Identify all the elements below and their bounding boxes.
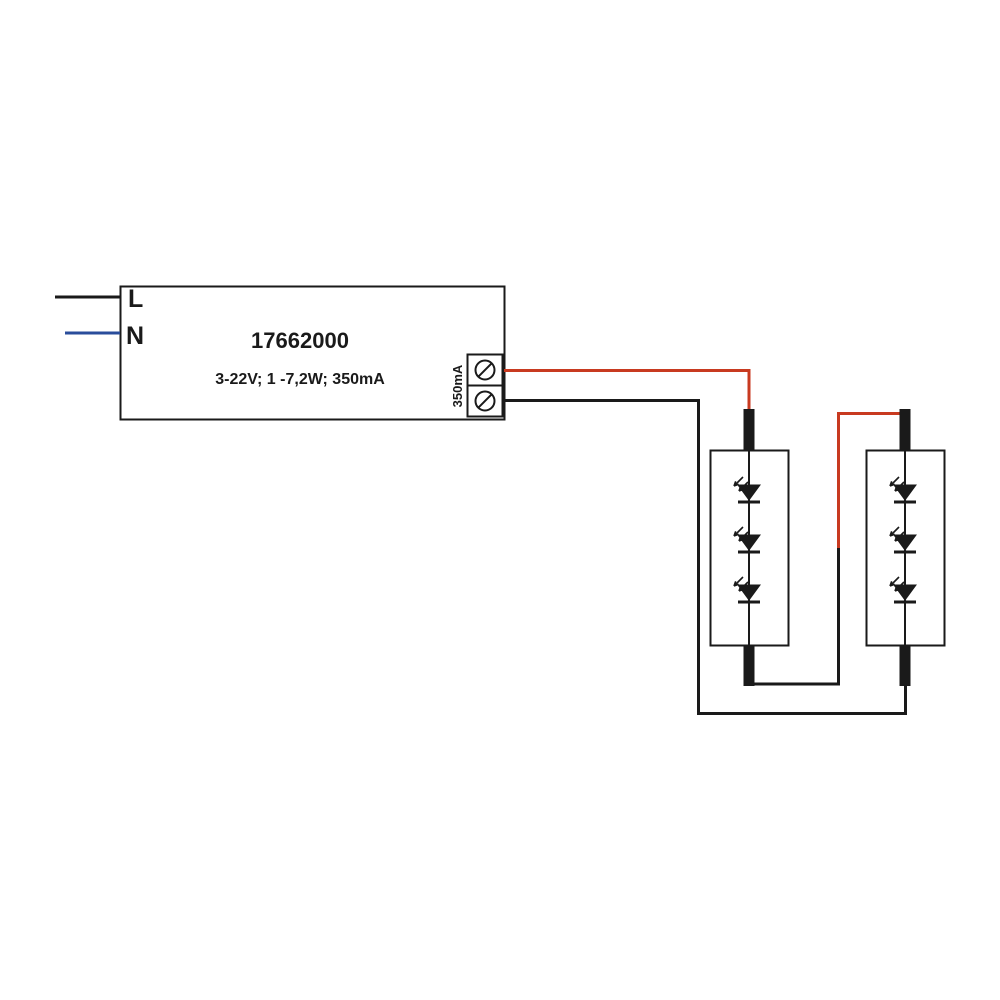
negative-output-wire [504, 399, 907, 715]
series-link-black-segment [749, 548, 840, 686]
red-wire-layer [504, 369, 900, 548]
connector-bars [743, 409, 911, 686]
module2-top-connector [899, 409, 911, 451]
driver-spec-text: 3-22V; 1 -7,2W; 350mA [215, 371, 385, 388]
driver-box [119, 285, 506, 421]
labels-layer: L N 17662000 3-22V; 1 -7,2W; 350mA 350mA [126, 285, 465, 407]
terminal-screw-bottom-slot [477, 393, 493, 409]
terminal-current-label: 350mA [450, 364, 465, 407]
black-ink-layer [55, 285, 946, 715]
module2-bottom-connector [899, 645, 911, 686]
terminal-screw-top-slot [477, 362, 493, 378]
series-link-red-segment [837, 412, 900, 548]
module1-top-connector [743, 409, 755, 451]
neutral-terminal-label: N [126, 322, 144, 350]
module1-bottom-connector [743, 645, 755, 686]
positive-output-wire [504, 369, 751, 410]
line-terminal-label: L [128, 285, 143, 313]
driver-model-number: 17662000 [251, 328, 349, 353]
